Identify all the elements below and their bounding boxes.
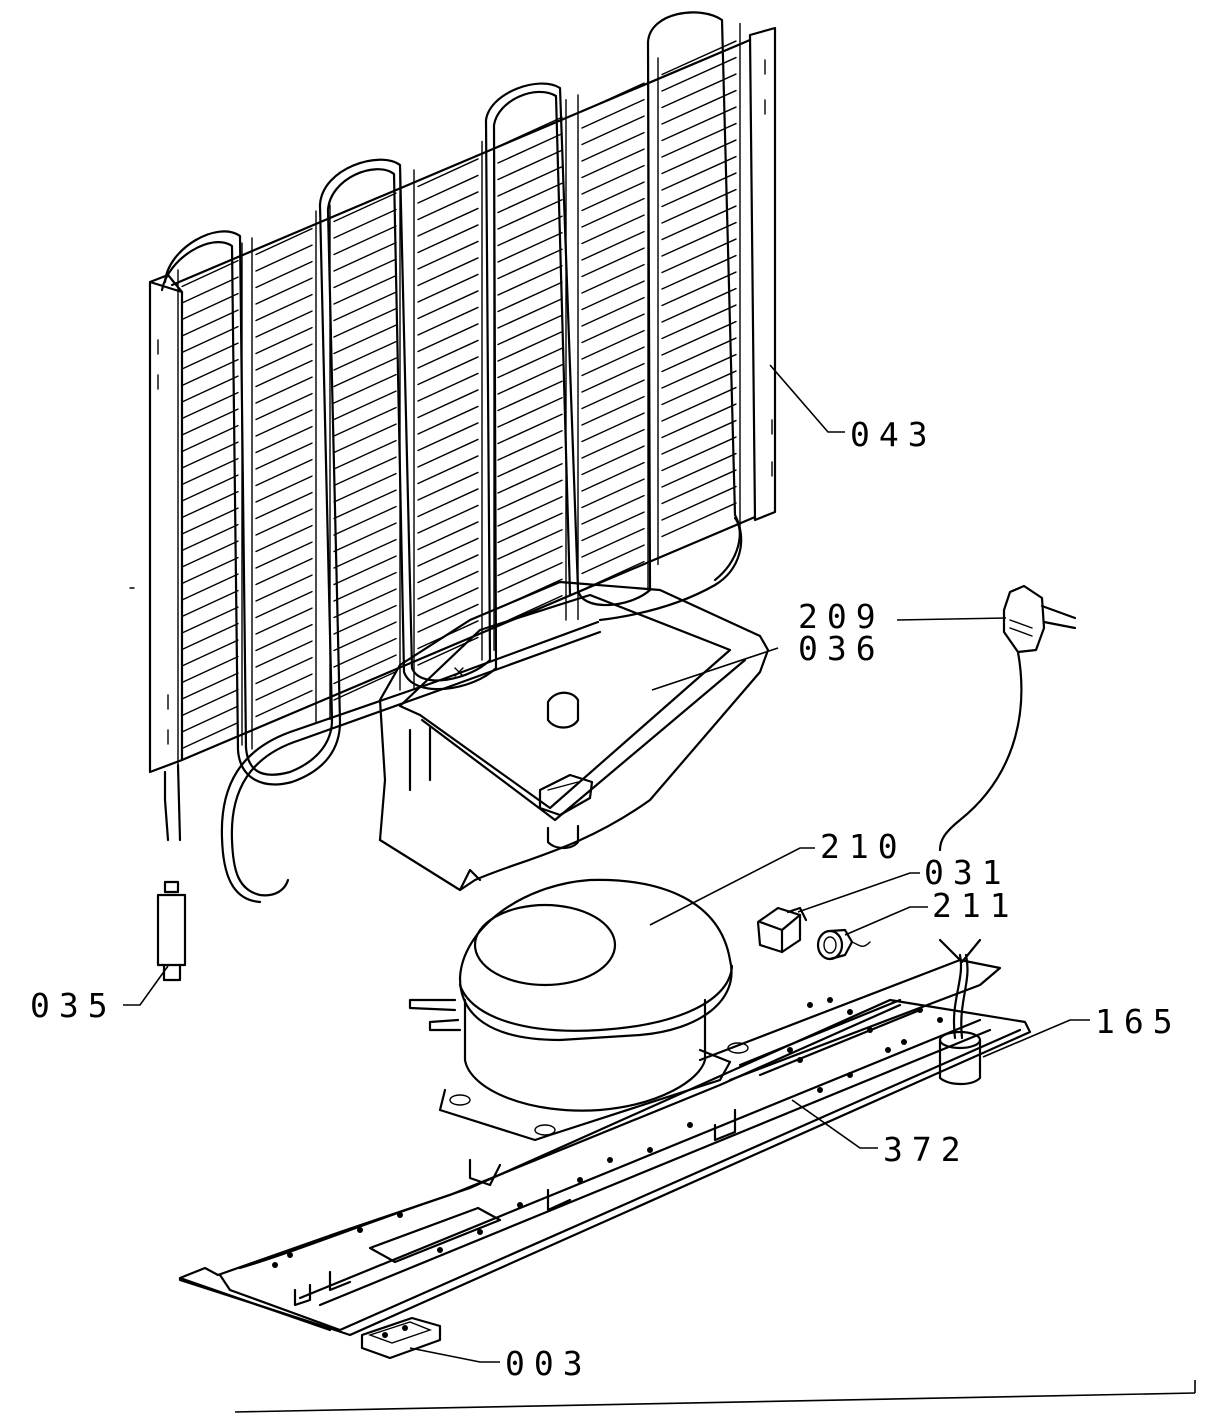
callout-209: 209 xyxy=(798,597,885,636)
callout-165: 165 xyxy=(1095,1002,1182,1041)
callout-003: 003 xyxy=(505,1344,592,1383)
callout-043: 043 xyxy=(850,415,937,454)
overload-protector-part xyxy=(816,928,871,961)
callout-211: 211 xyxy=(932,886,1019,925)
compressor-part xyxy=(408,878,749,1142)
foot-pad-part xyxy=(360,1316,442,1360)
dryer-filter-part xyxy=(156,880,187,982)
drip-tray-part xyxy=(378,580,770,892)
callout-035: 035 xyxy=(30,986,117,1025)
condenser-part xyxy=(148,11,777,904)
power-plug-part xyxy=(938,584,1077,852)
callout-036: 036 xyxy=(798,629,885,668)
callout-031: 031 xyxy=(924,853,1011,892)
base-plate-part xyxy=(178,958,1032,1337)
callout-210: 210 xyxy=(820,827,907,866)
leader-lines xyxy=(123,364,1090,1363)
relay-part xyxy=(756,906,808,954)
callout-372: 372 xyxy=(883,1130,970,1169)
